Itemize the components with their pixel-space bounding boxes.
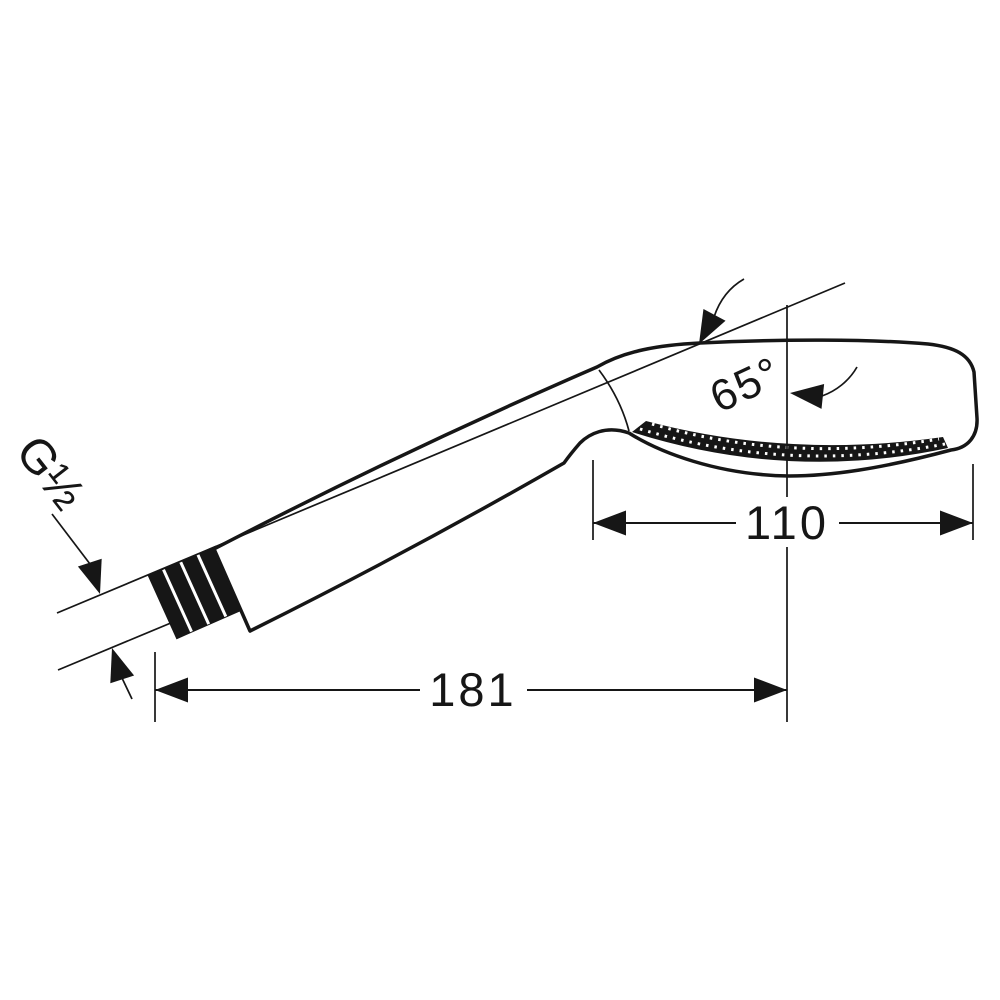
thread-arrowhead-upper [77,558,102,594]
dim-181-label: 181 [429,663,516,716]
arrowhead-left [155,677,188,703]
thread-ridge-line [179,561,211,625]
thread-arrow-tail-lower [121,677,133,700]
dimension-110: 110 [592,460,974,549]
spray-face-plate-edge [598,369,630,432]
arrowhead-right [940,510,973,536]
handle-axis-centerline [56,282,846,614]
angle-arrow-tail-right [821,366,858,397]
dim-110-label: 110 [745,496,829,549]
angle-arrowhead-upper [699,308,726,344]
thread-arrowhead-lower [110,648,135,684]
dimension-181: 181 [154,652,787,722]
label-background [742,497,834,547]
angle-arrow-tail-upper [713,278,745,318]
thread-g12-label: G½ [5,426,94,520]
angle-arrowhead-right [790,384,825,409]
construction-lines [57,614,191,671]
spray-nozzle-band [632,421,948,462]
shower-body-outline [212,338,979,633]
thread-ridge-line [196,553,228,618]
thread-ridge-line [162,568,193,633]
arrowhead-left [593,510,626,536]
thread-leader-line [51,513,91,565]
thread-callout: G½ [5,426,135,700]
arrowhead-right [754,677,787,703]
nozzle-dot-row [639,427,946,458]
thread-end-extension-line [57,614,191,671]
shower-figure [147,338,979,640]
